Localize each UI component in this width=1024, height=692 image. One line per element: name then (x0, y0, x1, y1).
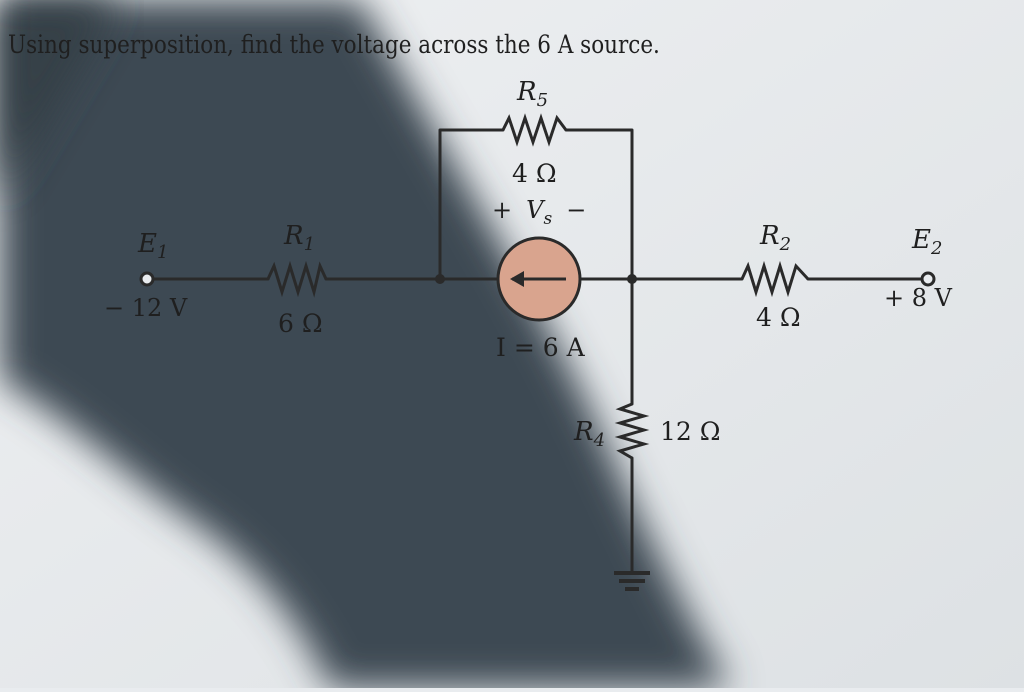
r1-label: R1 (283, 221, 315, 255)
terminal-e2-icon (920, 271, 936, 287)
wire-r5-right (564, 128, 634, 281)
r4-label: R4 (573, 417, 605, 451)
shadow-top-left (0, 0, 120, 200)
r5-label: R5 (516, 77, 548, 111)
r2-label: R2 (759, 221, 791, 255)
shadow-region (0, 0, 730, 688)
resistor-r1 (266, 260, 328, 298)
e2-value: + 8 V (884, 284, 953, 312)
e2-label: E2 (911, 225, 942, 259)
r2-value: 4 Ω (756, 303, 801, 332)
vs-label: +Vs− (492, 196, 586, 229)
question-text: Using superposition, find the voltage ac… (8, 30, 660, 59)
resistor-r4 (614, 402, 650, 460)
e1-value: − 12 V (104, 294, 188, 322)
resistor-r2 (740, 260, 810, 298)
resistor-r5 (501, 113, 568, 147)
ground-icon (614, 571, 650, 591)
e1-label: E1 (137, 229, 168, 263)
source-label: I = 6 A (496, 333, 586, 362)
junction-node-left (435, 274, 445, 284)
arrowhead-icon (510, 271, 524, 287)
r5-value: 4 Ω (512, 159, 557, 188)
junction-node-right (627, 274, 637, 284)
r1-value: 6 Ω (278, 309, 323, 338)
terminal-e1-icon (139, 271, 155, 287)
wire-r5-left (438, 128, 505, 281)
r4-value: 12 Ω (660, 417, 721, 446)
